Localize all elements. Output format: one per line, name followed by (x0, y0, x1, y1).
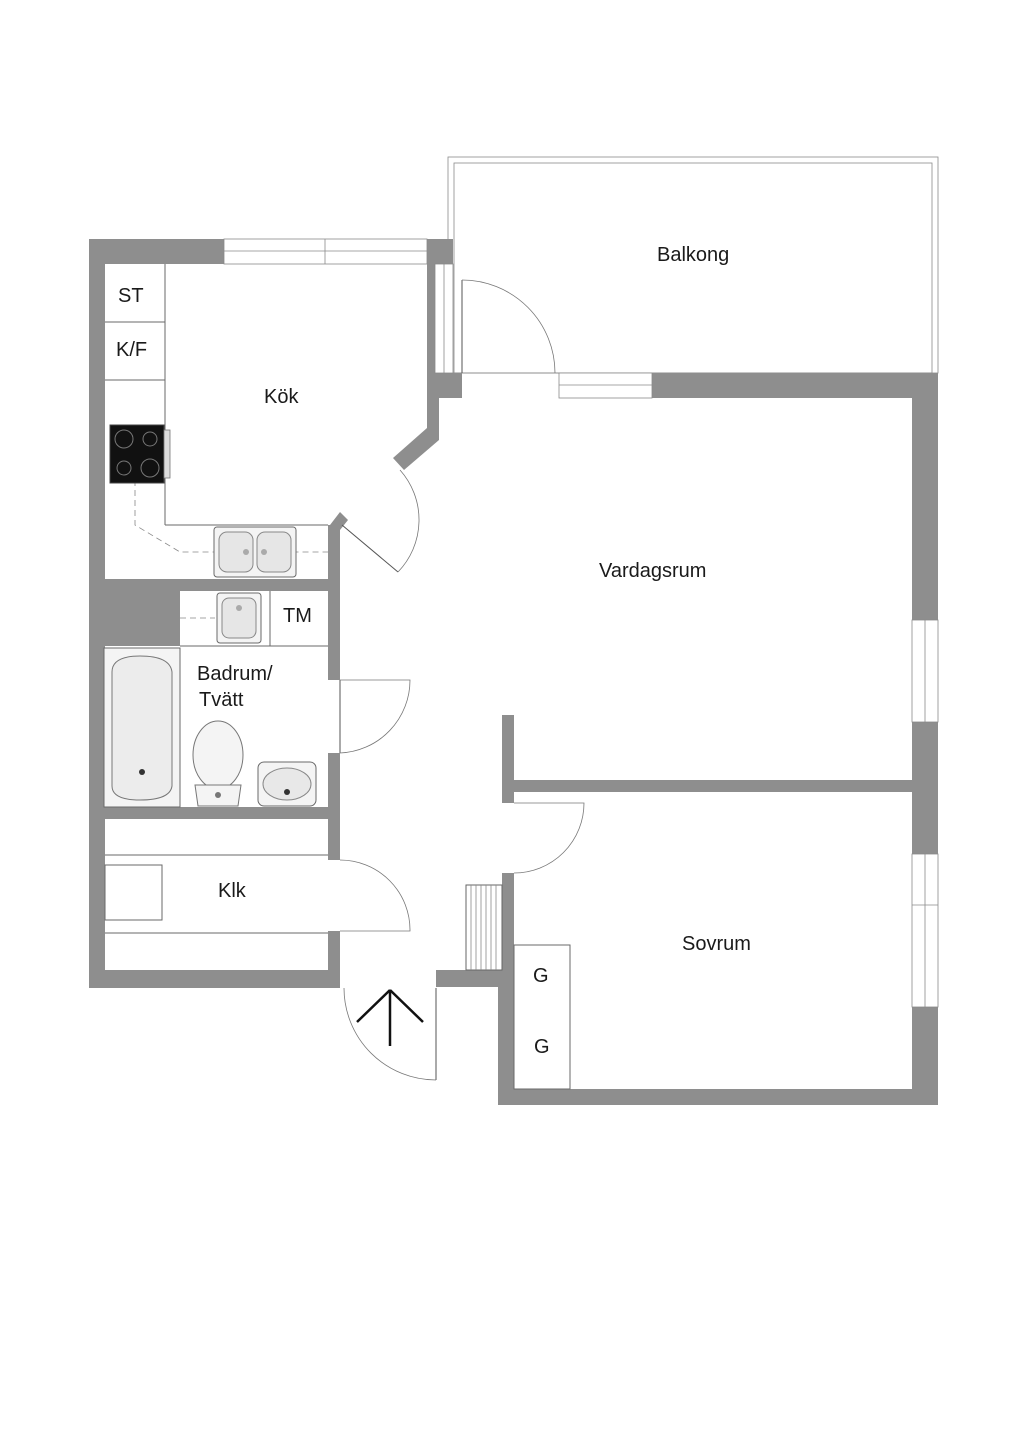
room-label-badrum: Badrum/ (197, 663, 273, 685)
wardrobes (513, 944, 571, 1090)
fixture-label-g2: G (534, 1036, 550, 1058)
fixture-label-g1: G (533, 965, 549, 987)
room-label-tvatt: Tvätt (199, 689, 244, 711)
windows (223, 238, 939, 1008)
arrow-up-icon (356, 989, 424, 1046)
doors (339, 279, 585, 1081)
stove-icon (109, 424, 171, 484)
room-label-sovrum: Sovrum (682, 933, 751, 955)
hall-radiator (465, 884, 503, 971)
fixture-label-st: ST (118, 285, 144, 307)
washbasin-icon (216, 592, 262, 644)
room-label-klk: Klk (218, 880, 247, 902)
room-label-vardagsrum: Vardagsrum (599, 560, 706, 582)
room-label-kok: Kök (264, 386, 299, 408)
sink-icon (257, 761, 317, 807)
walls (89, 239, 938, 1105)
fixture-label-kf: K/F (116, 339, 147, 361)
fixture-label-tm: TM (283, 605, 312, 627)
room-label-balkong: Balkong (657, 244, 729, 266)
toilet-icon (192, 720, 244, 807)
bathtub-icon (103, 647, 181, 808)
kitchen-counters (105, 264, 328, 553)
bath-counter (180, 591, 328, 647)
sink-icon (213, 526, 297, 578)
closet-shelves (104, 854, 328, 934)
